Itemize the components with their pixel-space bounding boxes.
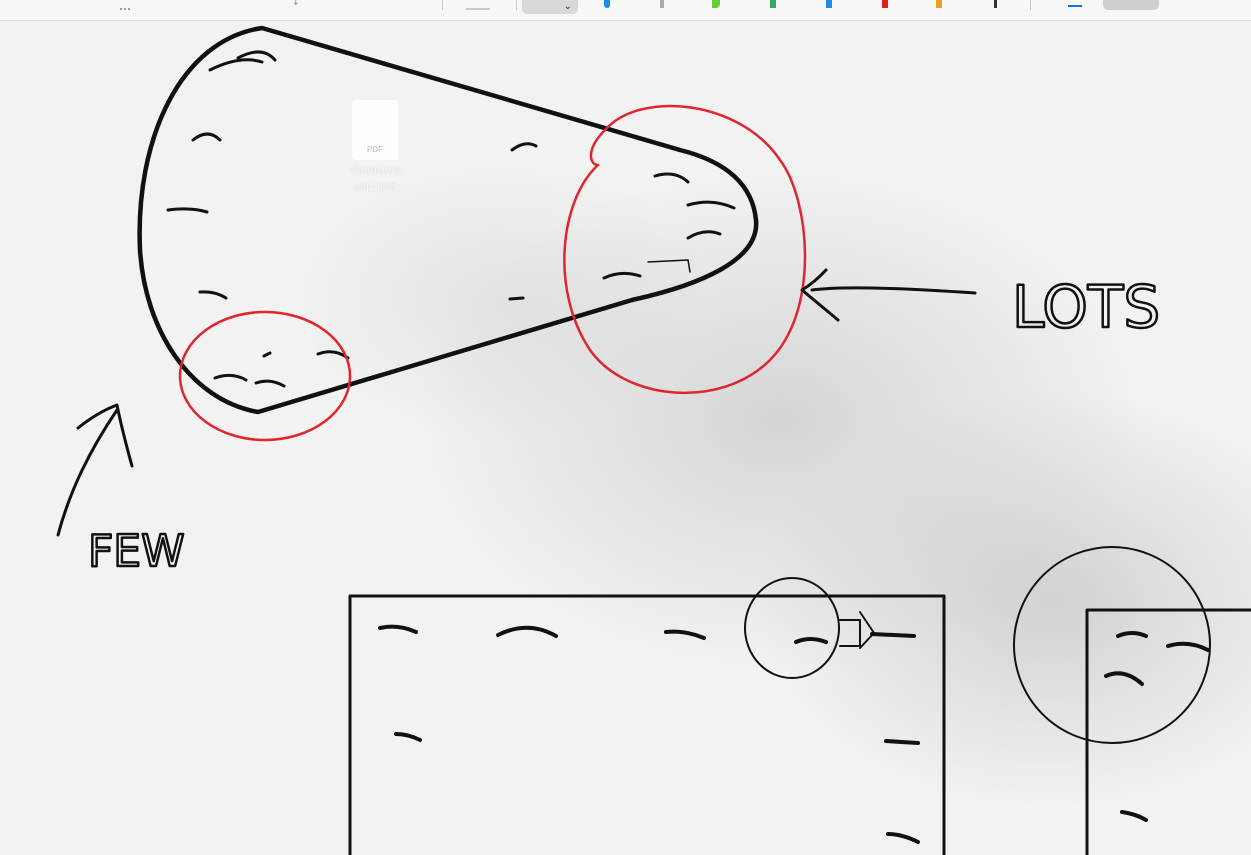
color-swatch-gray[interactable] bbox=[660, 0, 664, 8]
highlight-circles bbox=[178, 104, 807, 442]
toolbar-tool-icon[interactable] bbox=[120, 0, 130, 10]
annotation-toolbar: ↓ ⌄ bbox=[0, 0, 1251, 21]
download-arrow-icon[interactable]: ↓ bbox=[292, 0, 300, 8]
arrow-to-lots bbox=[800, 268, 977, 322]
highlight-circle-few bbox=[178, 310, 352, 442]
box-container-right bbox=[1085, 608, 1251, 855]
cone-particles bbox=[166, 50, 736, 388]
collision-arrow-mark bbox=[839, 611, 875, 649]
color-swatch-green[interactable] bbox=[712, 0, 720, 8]
label-few: FEW bbox=[88, 526, 185, 577]
pdf-document-icon: PDF bbox=[352, 100, 398, 160]
toolbar-divider bbox=[516, 0, 517, 10]
desktop-file-icon[interactable]: PDF characters copy.pdf bbox=[336, 100, 414, 194]
color-swatch-teal[interactable] bbox=[770, 0, 776, 8]
wall-collision-circle bbox=[744, 577, 840, 679]
right-box-particles bbox=[1104, 631, 1210, 822]
color-swatch-red[interactable] bbox=[882, 0, 888, 8]
corner-collision-circle bbox=[1013, 546, 1211, 744]
toolbar-divider bbox=[1030, 0, 1031, 10]
file-name-line-1: characters bbox=[349, 164, 401, 176]
arrow-to-few bbox=[56, 403, 134, 537]
file-type-label: PDF bbox=[367, 145, 383, 154]
pen-tool-button[interactable]: ⌄ bbox=[522, 0, 578, 14]
selection-tool-button[interactable] bbox=[1103, 0, 1159, 10]
cone-shape bbox=[137, 25, 759, 415]
line-width-icon[interactable] bbox=[466, 0, 490, 10]
file-name-line-2: copy.pdf bbox=[354, 181, 396, 193]
shape-tool-icon[interactable] bbox=[1068, 0, 1082, 7]
color-swatch-blue[interactable] bbox=[604, 0, 610, 8]
color-swatch-blue-2[interactable] bbox=[826, 0, 832, 8]
color-swatch-orange[interactable] bbox=[936, 0, 942, 8]
highlight-circle-lots bbox=[563, 104, 807, 395]
chevron-down-icon: ⌄ bbox=[563, 1, 572, 12]
color-swatch-black[interactable] bbox=[994, 0, 997, 8]
box-particles bbox=[378, 624, 920, 844]
box-container bbox=[348, 594, 946, 855]
toolbar-divider bbox=[442, 0, 443, 10]
handwritten-labels: LOTS FEW bbox=[87, 272, 1162, 579]
label-lots: LOTS bbox=[1012, 273, 1160, 341]
